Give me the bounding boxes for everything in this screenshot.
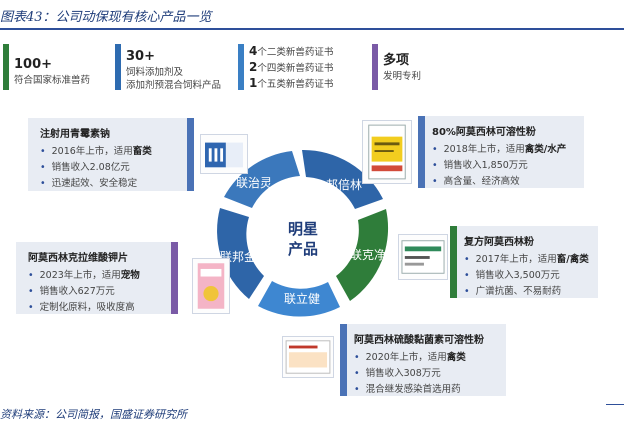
stat-feed-additives: 30+ 饲料添加剂及 添加剂预混合饲料产品 xyxy=(115,44,222,91)
product-card-title: 阿莫西林克拉维酸钾片 xyxy=(28,253,128,264)
bullet-launch: 2020年上市，适用禽类 xyxy=(354,350,496,366)
product-card-colistin: 阿莫西林硫酸黏菌素可溶性粉 2020年上市，适用禽类 销售收入308万元 混合继… xyxy=(340,324,506,396)
stat-label-line1: 饲料添加剂及 xyxy=(126,67,184,78)
bullet-revenue: 销售收入3,500万元 xyxy=(464,268,588,284)
segment-label: 邦倍林 xyxy=(326,177,362,192)
bullet-launch: 2023年上市，适用宠物 xyxy=(28,268,168,284)
bullet-feature: 定制化原料，吸收度高 xyxy=(28,300,168,316)
segment-label: 联治灵 xyxy=(236,176,272,190)
penicillin-package-image xyxy=(200,134,248,174)
colistin-powder-bag-image xyxy=(282,336,334,378)
product-card-penicillin-sodium: 注射用青霉素钠 2016年上市，适用畜类 销售收入2.08亿元 迅速起效、安全稳… xyxy=(28,118,194,191)
stat-label-line2: 添加剂预混合饲料产品 xyxy=(126,80,222,91)
bullet-feature: 混合继发感染首选用药 xyxy=(354,382,496,398)
stat-new-drug-certificates: 4个二类新兽药证书 2个四类新兽药证书 1个五类新兽药证书 xyxy=(238,44,333,90)
source-note: 资料来源：公司简报，国盛证券研究所 xyxy=(0,408,187,421)
bullet-launch: 2018年上市，适用禽类/水产 xyxy=(432,142,574,158)
clavulanate-tablet-box-image xyxy=(192,258,230,314)
product-card-title: 注射用青霉素钠 xyxy=(40,129,110,140)
product-card-compound-amoxicillin: 复方阿莫西林粉 2017年上市，适用畜/禽类 销售收入3,500万元 广谱抗菌、… xyxy=(450,226,598,298)
stat-label: 符合国家标准兽药 xyxy=(14,75,91,86)
stat-value: 多项 xyxy=(383,53,410,68)
bullet-feature: 迅速起效、安全稳定 xyxy=(40,176,184,192)
bullet-feature: 广谱抗菌、不易耐药 xyxy=(464,284,588,300)
stat-bar xyxy=(115,44,121,90)
product-card-amoxicillin-80: 80%阿莫西林可溶性粉 2018年上市，适用禽类/水产 销售收入1,850万元 … xyxy=(418,116,584,188)
certificate-row: 1个五类新兽药证书 xyxy=(249,76,334,90)
amoxicillin-powder-bag-image xyxy=(362,120,412,184)
bullet-launch: 2017年上市，适用畜/禽类 xyxy=(464,252,589,268)
stat-value: 100+ xyxy=(14,57,53,72)
bullet-feature: 高含量、经济高效 xyxy=(432,174,574,190)
stat-value: 30+ xyxy=(126,49,155,64)
product-card-title: 复方阿莫西林粉 xyxy=(464,237,534,248)
bullet-revenue: 销售收入2.08亿元 xyxy=(40,160,184,176)
segment-lianlijian xyxy=(258,281,340,317)
segment-liankejing xyxy=(336,209,389,301)
stat-label: 发明专利 xyxy=(383,71,422,82)
segment-lianzhiling xyxy=(224,151,300,208)
certificate-row: 2个四类新兽药证书 xyxy=(249,60,334,74)
product-card-title: 80%阿莫西林可溶性粉 xyxy=(432,127,536,138)
compound-amoxicillin-bag-image xyxy=(398,234,448,280)
bullet-revenue: 销售收入1,850万元 xyxy=(432,158,574,174)
bullet-revenue: 销售收入308万元 xyxy=(354,366,496,382)
footer-divider xyxy=(606,404,624,405)
product-card-title: 阿莫西林硫酸黏菌素可溶性粉 xyxy=(354,335,484,346)
segment-lianbangjin xyxy=(217,208,264,299)
bullet-launch: 2016年上市，适用畜类 xyxy=(40,144,184,160)
bullet-revenue: 销售收入627万元 xyxy=(28,284,168,300)
segment-label: 联克净 xyxy=(350,248,386,262)
wheel-center-line1: 明星 xyxy=(288,220,318,238)
stat-bar xyxy=(372,44,378,90)
stat-standard-drugs: 100+ 符合国家标准兽药 xyxy=(3,44,90,90)
title-divider xyxy=(0,28,624,30)
certificate-row: 4个二类新兽药证书 xyxy=(249,44,334,58)
stat-patents: 多项 发明专利 xyxy=(372,44,421,90)
stat-bar xyxy=(3,44,9,90)
stat-bar xyxy=(238,44,244,90)
wheel-center-line2: 产品 xyxy=(288,240,318,258)
figure-title: 图表43：公司动保现有核心产品一览 xyxy=(0,10,212,25)
segment-bangbeilin xyxy=(302,149,383,209)
product-card-clavulanate: 阿莫西林克拉维酸钾片 2023年上市，适用宠物 销售收入627万元 定制化原料，… xyxy=(16,242,178,314)
segment-label: 联立健 xyxy=(284,291,320,306)
